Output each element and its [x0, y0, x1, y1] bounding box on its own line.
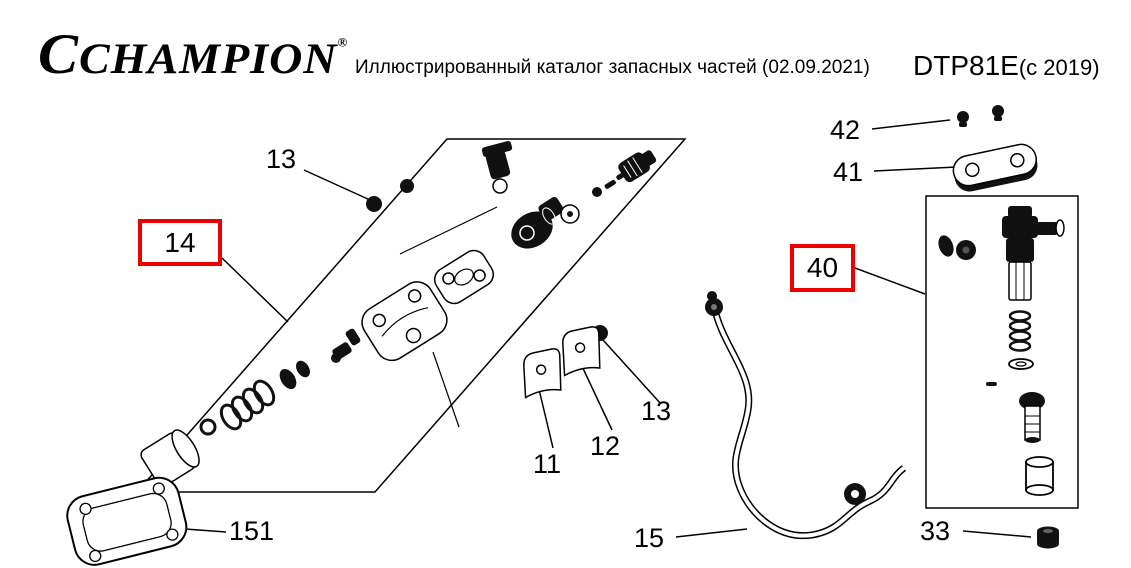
part-ball — [592, 187, 602, 197]
part-clamp-12 — [562, 326, 601, 377]
leader-14 — [221, 257, 289, 323]
callout-41: 41 — [833, 157, 864, 187]
leader-41 — [873, 166, 958, 172]
assembly-line — [399, 206, 498, 255]
part-gasket-plate — [361, 281, 448, 362]
highlight-box-14: 14 — [138, 219, 222, 266]
part-screws-42 — [957, 105, 1004, 127]
callout-14: 14 — [164, 226, 196, 258]
brand-logo-initial: C — [38, 22, 80, 86]
part-diaphragm-center — [567, 211, 573, 217]
part-cap-33 — [1037, 526, 1059, 549]
callout-12: 12 — [590, 431, 621, 461]
callout-13-mid: 13 — [641, 396, 672, 426]
callout-33: 33 — [920, 516, 951, 546]
part-seals — [279, 360, 310, 390]
part-fuel-pipe-15 — [705, 291, 907, 540]
part-clamp-11 — [523, 348, 562, 399]
registered-trademark: ® — [337, 35, 348, 50]
brand-logo-text: CHAMPION — [79, 34, 338, 83]
part-washer-ring — [199, 418, 217, 436]
part-pump-body — [511, 197, 564, 249]
part-injector-assembly — [938, 206, 1065, 496]
leader-15 — [675, 528, 748, 538]
callout-11: 11 — [533, 449, 562, 479]
part-pump-cap — [481, 140, 513, 194]
part-screw-small — [400, 179, 414, 193]
leader-42 — [871, 119, 951, 130]
part-spring — [219, 379, 276, 431]
part-pump-cup — [140, 429, 200, 488]
group-box-14-outline — [135, 138, 687, 493]
part-valve-plug — [618, 150, 657, 183]
model-code: DTP81E — [913, 50, 1019, 81]
leader-lines — [157, 119, 1032, 538]
leader-33 — [962, 530, 1032, 538]
part-gasket-151 — [66, 476, 188, 566]
assembly-line — [432, 351, 460, 428]
leader-13-mid — [602, 339, 662, 405]
catalog-subtitle: Иллюстрированный каталог запасных частей… — [355, 57, 870, 78]
group-box-40-outline — [925, 195, 1079, 509]
highlight-box-40: 40 — [790, 244, 855, 292]
leader-13-top — [303, 169, 371, 201]
leader-11 — [537, 384, 554, 449]
part-bracket-41 — [952, 143, 1038, 192]
leader-40 — [854, 267, 926, 295]
callout-15: 15 — [634, 523, 665, 553]
callout-42: 42 — [830, 115, 861, 145]
brand-logo: CCHAMPION® — [38, 22, 347, 88]
part-elbow-fitting — [331, 328, 361, 363]
callout-151: 151 — [229, 516, 275, 546]
callout-40: 40 — [806, 252, 839, 283]
model-title: DTP81E(с 2019) — [913, 50, 1100, 82]
callout-13-top: 13 — [266, 144, 297, 174]
part-screw-13-top — [366, 196, 382, 212]
part-gasket-2 — [433, 249, 495, 305]
model-suffix: (с 2019) — [1018, 55, 1100, 80]
leader-12 — [579, 361, 613, 431]
part-injector-spring — [1008, 310, 1032, 352]
